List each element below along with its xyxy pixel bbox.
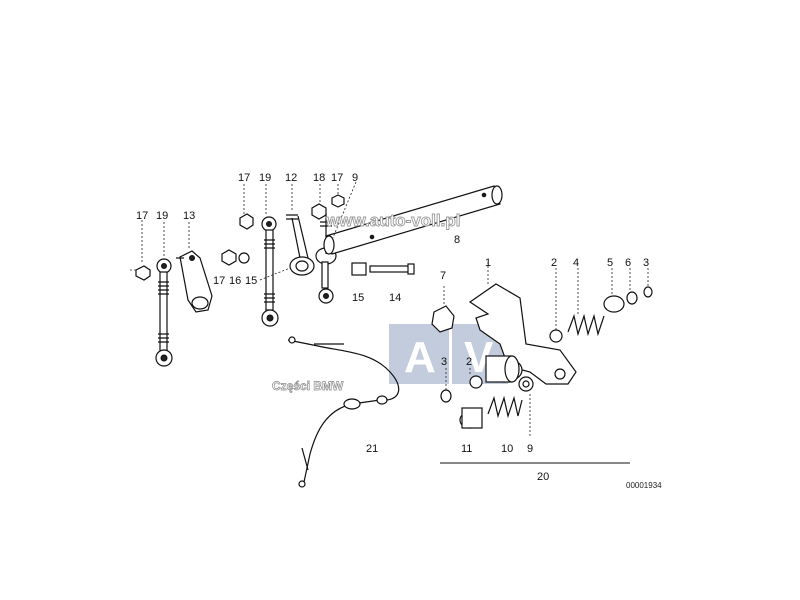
callout: 17 (213, 275, 225, 287)
nut-17-mid (239, 213, 254, 230)
callout: 19 (259, 172, 271, 184)
callout: 13 (183, 210, 195, 222)
callout: 9 (527, 443, 533, 455)
spring-4 (567, 313, 605, 337)
nut-18 (311, 203, 327, 220)
callout: 15 (245, 275, 257, 287)
spacer-2-top (549, 329, 563, 343)
bolt-assembly (351, 262, 415, 276)
callout: 14 (389, 292, 401, 304)
clip-7 (431, 305, 455, 333)
callout: 5 (607, 257, 613, 269)
callout: 15 (352, 292, 364, 304)
callout: 3 (643, 257, 649, 269)
callout: 1 (485, 257, 491, 269)
parts-watermark: Części BMW (272, 379, 344, 393)
callout: 2 (466, 356, 472, 368)
nut-15 (351, 262, 367, 276)
callout: 17 (331, 172, 343, 184)
nut-17-right (331, 194, 345, 208)
leader-lines (141, 181, 649, 436)
washer-16 (238, 252, 250, 264)
nut-17-left (135, 265, 151, 281)
callout: 17 (238, 172, 250, 184)
shaft-8 (323, 185, 503, 255)
callout: 9 (352, 172, 358, 184)
callout: 18 (313, 172, 325, 184)
callout: 7 (440, 270, 446, 282)
clip-3-lower (440, 389, 452, 403)
document-number: 00001934 (626, 481, 662, 490)
spring-10 (487, 395, 523, 419)
logo-box-a (389, 324, 449, 384)
left-linkage (130, 250, 213, 367)
washer-6 (626, 291, 638, 305)
middle-linkage (221, 194, 345, 327)
callout: 17 (136, 210, 148, 222)
url-watermark: www.auto-voll.pl (325, 211, 460, 230)
rod-19-left (159, 271, 168, 353)
nut-17-16 (221, 249, 237, 266)
callout: 4 (573, 257, 579, 269)
callout: 10 (501, 443, 513, 455)
callout: 19 (156, 210, 168, 222)
logo-letter-a: A (404, 333, 436, 382)
cup-5 (603, 295, 625, 313)
bracket-1 (468, 283, 577, 385)
cable-21 (287, 336, 400, 488)
right-assembly (431, 283, 653, 429)
callout: 2 (551, 257, 557, 269)
bolt-14 (369, 265, 411, 273)
callout: 11 (461, 443, 472, 455)
rod-end-lower (321, 261, 329, 289)
spacer-2 (469, 375, 483, 389)
callout: 8 (454, 234, 460, 246)
lever-13 (179, 250, 213, 313)
callout: 20 (537, 471, 549, 483)
callout: 3 (441, 356, 447, 368)
callout: 12 (285, 172, 297, 184)
lever-arm (291, 215, 309, 259)
clip-3-top (643, 286, 653, 298)
callout: 16 (229, 275, 241, 287)
callout: 6 (625, 257, 631, 269)
callout-labels: 17 19 13 17 16 15 17 19 12 18 17 9 8 15 … (136, 172, 649, 483)
callout: 21 (366, 443, 378, 455)
